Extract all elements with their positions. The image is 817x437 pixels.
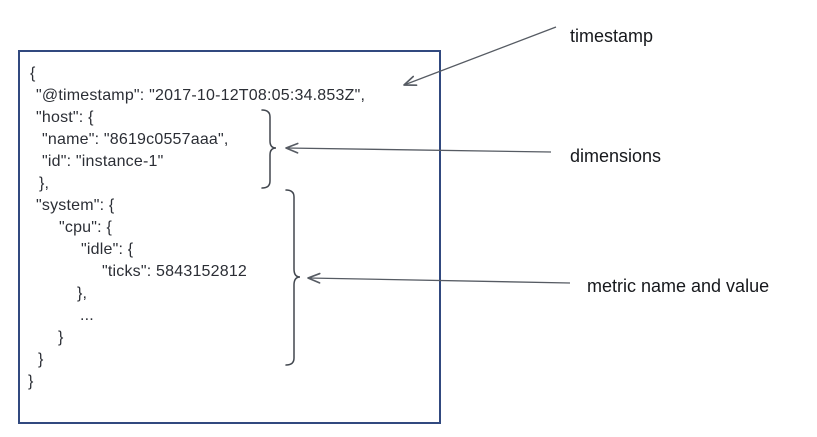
json-code-block: {"@timestamp": "2017-10-12T08:05:34.853Z… (20, 52, 439, 422)
json-code-line: } (58, 329, 64, 346)
json-code-line: "ticks": 5843152812 (102, 263, 248, 280)
json-code-line: "name": "8619c0557aaa", (42, 131, 229, 148)
json-code-line: "host": { (36, 109, 94, 126)
json-code-line: { (30, 65, 36, 82)
json-code-line: } (38, 351, 44, 368)
json-code-line: }, (39, 175, 50, 192)
json-code-line: ... (80, 307, 94, 324)
json-document-box: {"@timestamp": "2017-10-12T08:05:34.853Z… (18, 50, 441, 424)
annotation-label-metric-name-and-value: metric name and value (587, 276, 770, 296)
json-code-line: "@timestamp": "2017-10-12T08:05:34.853Z"… (36, 87, 366, 104)
json-code-line: "id": "instance-1" (42, 153, 164, 170)
json-code-line: }, (77, 285, 88, 302)
json-code-line: "system": { (36, 197, 115, 214)
annotation-label-timestamp: timestamp (570, 26, 654, 46)
json-code-line: "cpu": { (59, 219, 112, 236)
json-code-line: } (28, 373, 34, 390)
json-code-line: "idle": { (81, 241, 134, 258)
annotation-label-dimensions: dimensions (570, 146, 662, 166)
